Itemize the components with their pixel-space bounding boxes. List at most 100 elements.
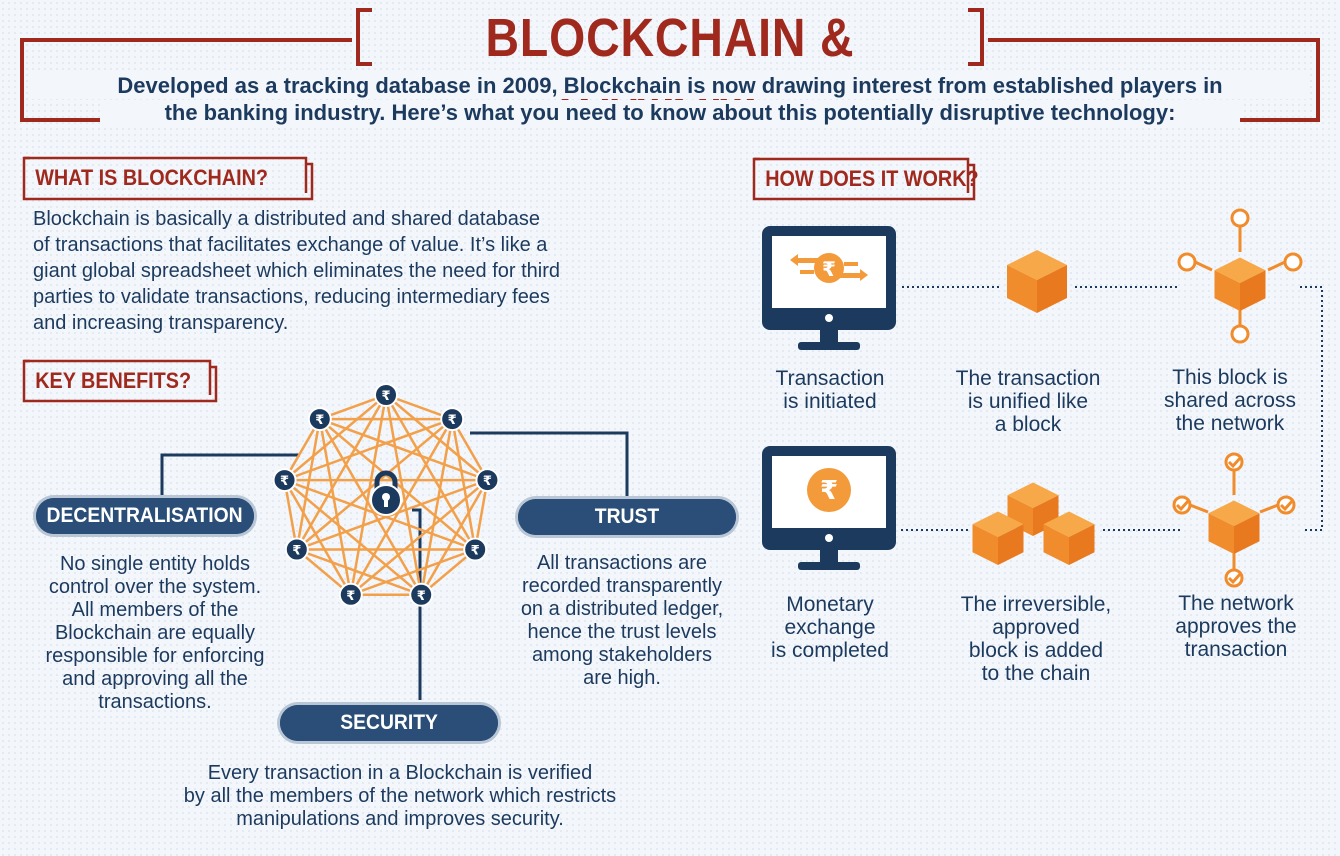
network-edge — [349, 479, 489, 596]
step-block-added: The irreversible, approved block is adde… — [936, 593, 1136, 685]
rupee-symbol-2: ₹ — [820, 476, 838, 506]
trust-label: TRUST — [518, 499, 736, 535]
network-edge — [419, 418, 454, 596]
what-line: Blockchain is basically a distributed an… — [33, 208, 540, 230]
shared-block-network-icon — [1177, 208, 1303, 344]
network-edge — [450, 418, 477, 550]
step-line: The irreversible, — [960, 593, 1112, 616]
what-description: Blockchain is basically a distributed an… — [33, 206, 733, 336]
step-line: to the chain — [981, 662, 1091, 685]
heading-brackets — [22, 156, 976, 403]
step-line: exchange — [784, 616, 876, 639]
benefit-line: Every transaction in a Blockchain is ver… — [207, 762, 593, 784]
monitor-icon-2 — [762, 446, 896, 570]
benefit-line: are high. — [583, 667, 661, 689]
network-node-symbol: ₹ — [417, 589, 426, 604]
step-line: Transaction — [775, 367, 885, 390]
benefit-line: No single entity holds — [59, 553, 251, 575]
network-edge — [296, 548, 422, 596]
benefit-line: hence the trust levels — [527, 621, 717, 643]
network-node — [374, 383, 398, 407]
network-node — [440, 407, 465, 432]
benefit-line: control over the system. — [48, 576, 262, 598]
network-edge — [295, 394, 388, 551]
network-node-symbol: ₹ — [483, 474, 492, 489]
network-edge — [318, 418, 353, 596]
benefit-line: All transactions are — [536, 552, 708, 574]
benefit-line: on a distributed ledger, — [520, 598, 724, 620]
network-node — [463, 537, 488, 562]
block-cube-icon — [1007, 250, 1067, 313]
network-node-symbol: ₹ — [471, 544, 480, 559]
security-description: Every transaction in a Blockchain is ver… — [100, 762, 700, 831]
benefit-line: recorded transparently — [521, 575, 723, 597]
benefits-heading: KEY BENEFITS? — [35, 368, 192, 393]
step-line: a block — [994, 413, 1062, 436]
decentralisation-description: No single entity holds control over the … — [10, 553, 300, 714]
network-node-symbol: ₹ — [346, 589, 355, 604]
step-transaction-initiated: Transaction is initiated — [740, 367, 920, 413]
step-line: The transaction — [955, 367, 1101, 390]
what-line: of transactions that facilitates exchang… — [33, 234, 548, 256]
network-node — [284, 537, 309, 562]
network-node — [475, 468, 500, 493]
benefit-connectors — [160, 431, 629, 700]
step-line: block is added — [968, 639, 1104, 662]
benefit-line: manipulations and improves security. — [236, 808, 564, 830]
trust-label-text: TRUST — [594, 505, 660, 528]
step-line: is unified like — [967, 390, 1089, 413]
network-edge — [284, 478, 476, 551]
network-node — [307, 407, 332, 432]
network-edge — [296, 478, 488, 551]
benefit-line: among stakeholders — [531, 644, 713, 666]
monitor-icon — [762, 226, 896, 350]
exchange-arrows-icon — [790, 253, 868, 283]
network-node-symbol: ₹ — [315, 413, 324, 428]
network-edge — [420, 479, 489, 596]
benefit-line: by all the members of the network which … — [183, 785, 617, 807]
step-line: approves the — [1175, 615, 1297, 638]
what-line: and increasing transparency. — [33, 312, 289, 334]
page-title: BLOCKCHAIN & BANKING — [485, 8, 855, 136]
network-edge — [384, 394, 477, 551]
network-edge — [283, 394, 387, 482]
step-line: is initiated — [783, 390, 877, 413]
network-node-symbol: ₹ — [280, 474, 289, 489]
step-line: Monetary — [786, 593, 874, 616]
step-line: is completed — [771, 639, 889, 662]
network-edge — [283, 479, 423, 596]
title-frame — [20, 8, 1320, 122]
trust-description: All transactions are recorded transparen… — [480, 552, 764, 690]
network-node-symbol: ₹ — [381, 389, 390, 404]
network-graph: ₹₹₹₹₹₹₹₹₹ — [272, 383, 500, 607]
decentralisation-label: DECENTRALISATION — [36, 498, 254, 534]
what-line: parties to validate transactions, reduci… — [33, 286, 550, 308]
how-heading: HOW DOES IT WORK? — [765, 166, 979, 191]
step-network-approves: The network approves the transaction — [1146, 592, 1326, 661]
padlock-icon — [370, 470, 402, 516]
network-edge — [349, 394, 388, 596]
network-edge — [284, 417, 453, 482]
subtitle-line-1: Developed as a tracking database in 2009… — [30, 73, 1310, 99]
network-node — [338, 582, 363, 607]
security-label: SECURITY — [280, 705, 498, 741]
benefit-line: responsible for enforcing — [45, 645, 265, 667]
network-node-symbol: ₹ — [448, 413, 457, 428]
what-heading: WHAT IS BLOCKCHAIN? — [35, 165, 269, 190]
step-line: transaction — [1184, 638, 1288, 661]
benefit-line: transactions. — [98, 691, 212, 713]
block-chain-icon — [972, 482, 1095, 566]
step-line: This block is — [1172, 366, 1288, 389]
network-approves-icon — [1172, 452, 1296, 588]
step-unified-block: The transaction is unified like a block — [930, 367, 1126, 436]
step-shared-network: This block is shared across the network — [1140, 366, 1320, 435]
what-line: giant global spreadsheet which eliminate… — [33, 260, 560, 282]
network-edge — [318, 418, 423, 596]
benefit-line: Blockchain are equally — [54, 622, 256, 644]
decentralisation-label-text: DECENTRALISATION — [46, 504, 244, 527]
network-edge — [349, 418, 454, 596]
benefit-line: All members of the — [71, 599, 239, 621]
rupee-symbol-1: ₹ — [822, 257, 836, 281]
network-edge — [385, 394, 489, 482]
